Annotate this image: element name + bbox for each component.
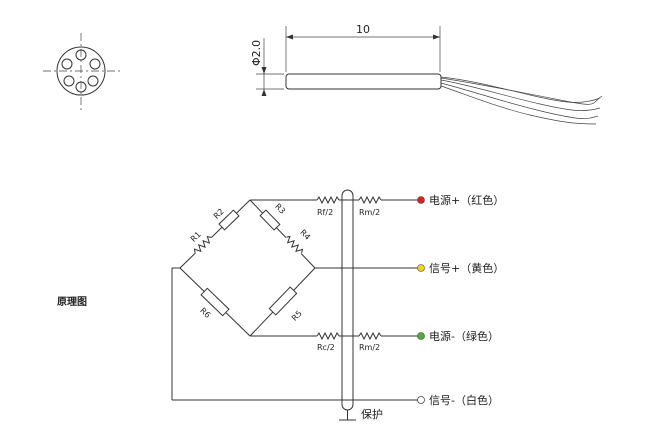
terminal-signal-plus-label: 信号+（黄色） — [429, 261, 504, 275]
bridge-circuit — [171, 189, 418, 421]
terminal-power-plus-label: 电源+（红色） — [429, 193, 504, 207]
r4-label: R4 — [298, 228, 312, 242]
rm-bottom-label: Rm/2 — [359, 343, 380, 352]
terminal-signal-minus-dot — [417, 396, 425, 404]
terminal-power-minus-label: 电源-（绿色） — [429, 329, 499, 343]
r6-label: R6 — [198, 306, 212, 320]
rm-top-label: Rm/2 — [359, 208, 380, 217]
shield-label: 保护 — [361, 407, 383, 421]
r3-label: R3 — [273, 202, 287, 216]
diameter-dimension: Φ2.0 — [250, 40, 263, 66]
rc-label: Rc/2 — [317, 343, 335, 352]
schematic-title: 原理图 — [57, 296, 87, 308]
terminal-signal-plus-dot — [417, 264, 425, 272]
terminal-power-plus-dot — [417, 196, 425, 204]
rf-label: Rf/2 — [317, 208, 333, 217]
r5-label: R5 — [290, 309, 304, 323]
connector-end-view — [43, 33, 121, 110]
r2-label: R2 — [212, 207, 226, 221]
length-dimension: 10 — [356, 23, 370, 36]
probe-side-view: 10 Φ2.0 — [250, 23, 603, 125]
terminal-power-minus-dot — [417, 332, 425, 340]
terminal-signal-minus-label: 信号-（白色） — [429, 393, 499, 407]
